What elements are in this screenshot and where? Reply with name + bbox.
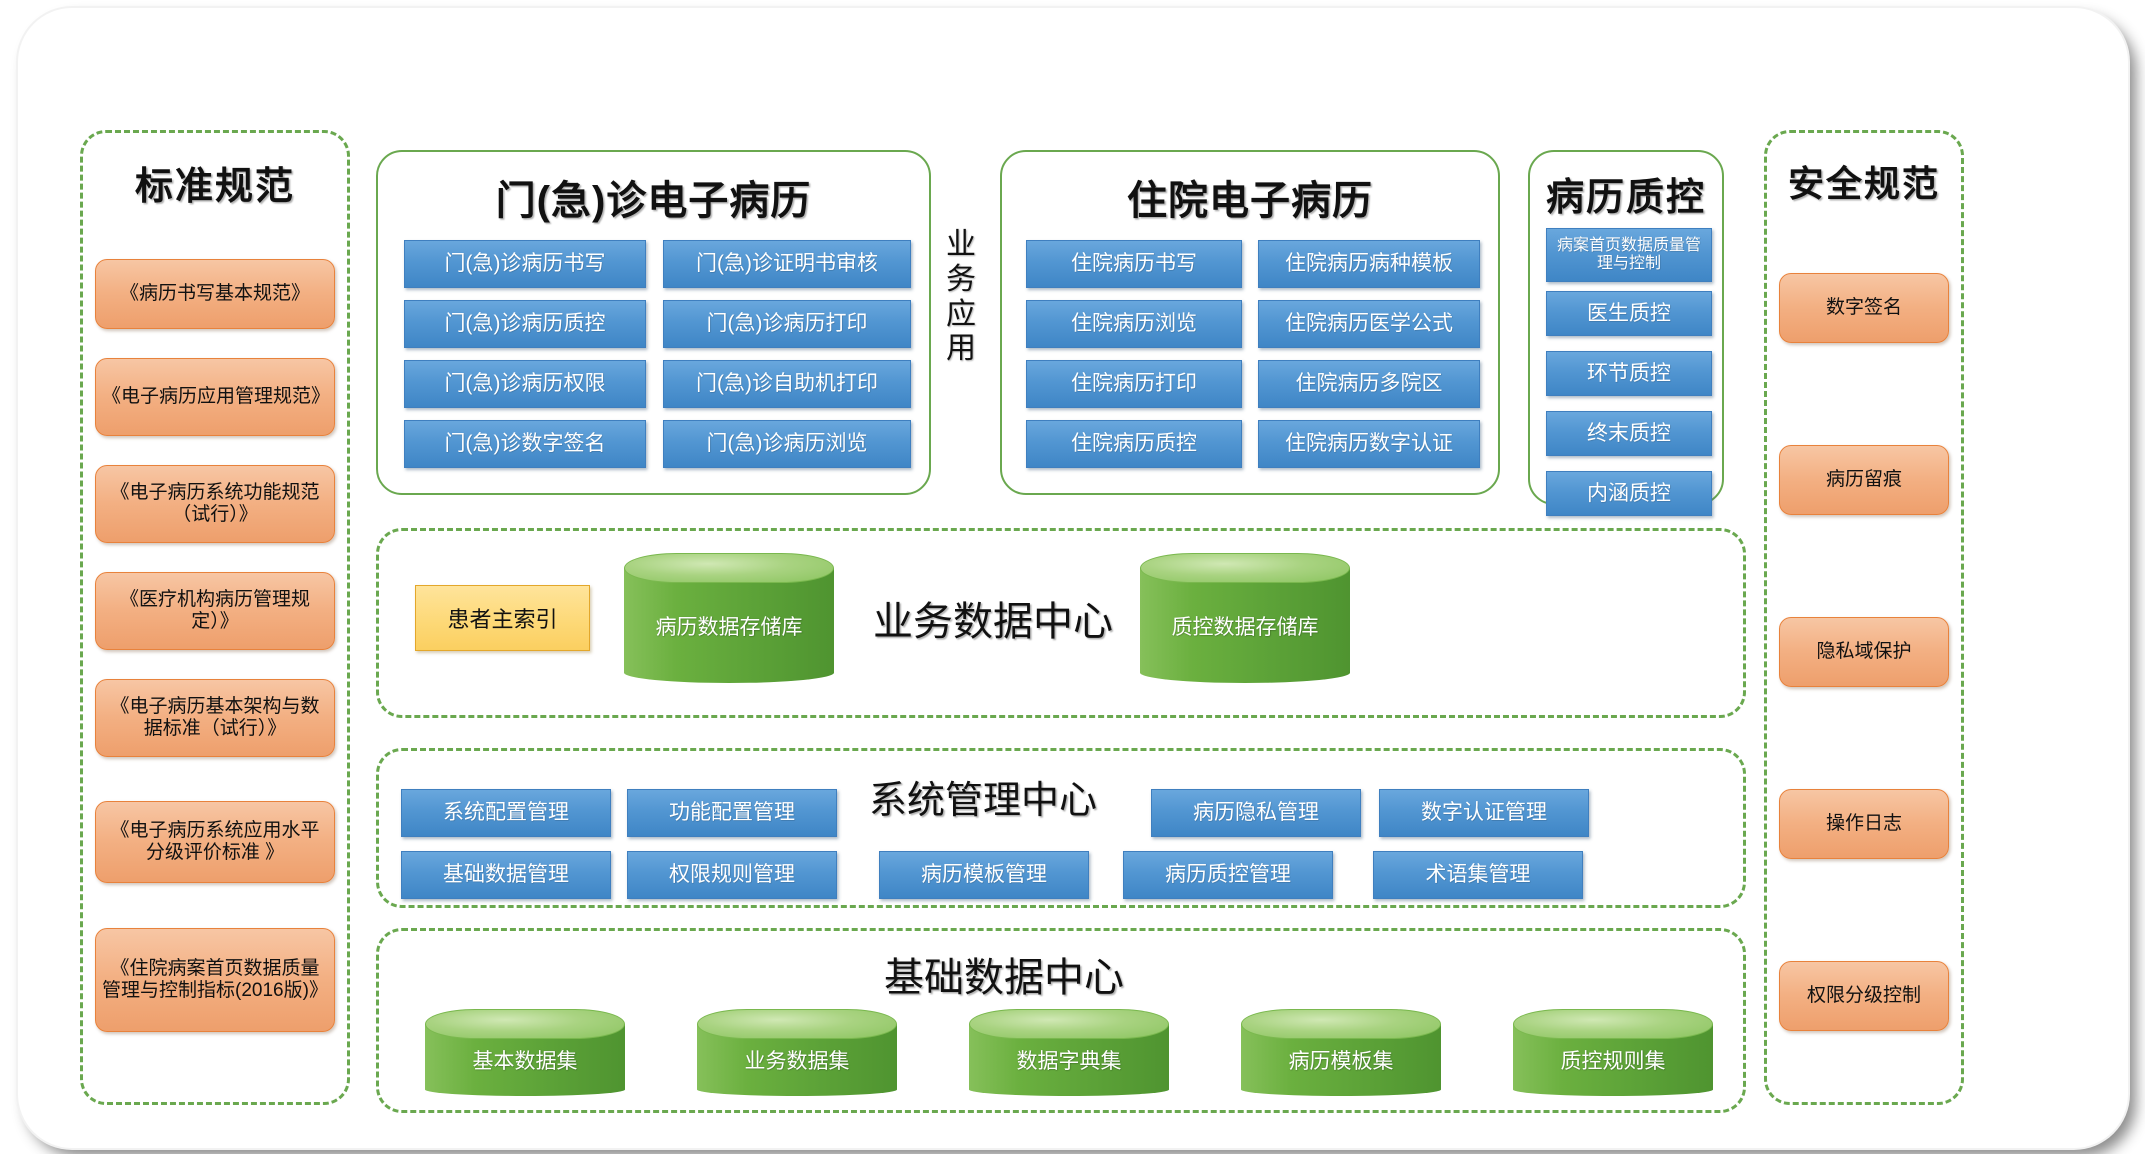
inpatient-feature[interactable]: 住院病历书写 (1026, 240, 1242, 288)
panel-inpatient-title: 住院电子病历 (1127, 179, 1373, 223)
qc-feature[interactable]: 医生质控 (1546, 291, 1712, 336)
outpatient-feature[interactable]: 门(急)诊自助机打印 (663, 360, 911, 408)
panel-outpatient-emr: 门(急)诊电子病历 门(急)诊病历书写 门(急)诊病历质控 门(急)诊病历权限 … (376, 150, 931, 495)
inpatient-feature[interactable]: 住院病历质控 (1026, 420, 1242, 468)
standards-item[interactable]: 《电子病历基本架构与数据标准（试行）》 (95, 679, 335, 757)
cylinder-basic-dataset[interactable]: 基本数据集 (425, 1009, 625, 1111)
panel-security-title: 安全规范 (1787, 163, 1940, 204)
panel-system-management-center: 系统管理中心 系统配置管理 功能配置管理 病历隐私管理 数字认证管理 基础数据管… (376, 748, 1746, 908)
inpatient-feature[interactable]: 住院病历病种模板 (1258, 240, 1480, 288)
standards-item[interactable]: 《住院病案首页数据质量管理与控制指标(2016版)》 (95, 928, 335, 1032)
panel-business-data-center: 业务数据中心 患者主索引 病历数据存储库 质控数据存储库 (376, 528, 1746, 718)
qc-feature[interactable]: 内涵质控 (1546, 471, 1712, 516)
cylinder-qc-data-store[interactable]: 质控数据存储库 (1140, 553, 1350, 698)
cylinder-label: 病历数据存储库 (655, 615, 803, 639)
panel-standards: 标准规范 《病历书写基本规范》 《电子病历应用管理规范》 《电子病历系统功能规范… (80, 130, 350, 1105)
outpatient-feature[interactable]: 门(急)诊病历质控 (404, 300, 646, 348)
outpatient-feature[interactable]: 门(急)诊数字签名 (404, 420, 646, 468)
system-mgmt-feature[interactable]: 数字认证管理 (1379, 789, 1589, 837)
panel-outpatient-title: 门(急)诊电子病历 (495, 179, 812, 223)
cylinder-top (969, 1009, 1169, 1039)
cylinder-business-dataset[interactable]: 业务数据集 (697, 1009, 897, 1111)
standards-item[interactable]: 《病历书写基本规范》 (95, 259, 335, 329)
security-item[interactable]: 病历留痕 (1779, 445, 1949, 515)
panel-qc-title: 病历质控 (1545, 177, 1706, 219)
outpatient-feature[interactable]: 门(急)诊病历权限 (404, 360, 646, 408)
cylinder-label: 基本数据集 (472, 1050, 578, 1073)
cylinder-body (624, 568, 834, 683)
basic-data-center-title: 基础数据中心 (884, 956, 1124, 1000)
system-mgmt-feature[interactable]: 功能配置管理 (627, 789, 837, 837)
panel-inpatient-emr: 住院电子病历 住院病历书写 住院病历浏览 住院病历打印 住院病历质控 住院病历病… (1000, 150, 1500, 495)
outpatient-feature[interactable]: 门(急)诊病历书写 (404, 240, 646, 288)
panel-security: 安全规范 数字签名 病历留痕 隐私域保护 操作日志 权限分级控制 (1764, 130, 1964, 1105)
cylinder-data-dictionary[interactable]: 数据字典集 (969, 1009, 1169, 1111)
cylinder-label: 质控数据存储库 (1171, 615, 1319, 639)
outpatient-feature[interactable]: 门(急)诊病历打印 (663, 300, 911, 348)
system-mgmt-feature[interactable]: 病历质控管理 (1123, 851, 1333, 899)
security-item[interactable]: 操作日志 (1779, 789, 1949, 859)
cylinder-top (624, 553, 834, 583)
security-item[interactable]: 数字签名 (1779, 273, 1949, 343)
qc-feature[interactable]: 终末质控 (1546, 411, 1712, 456)
inpatient-feature[interactable]: 住院病历医学公式 (1258, 300, 1480, 348)
standards-item[interactable]: 《电子病历系统应用水平分级评价标准 》 (95, 801, 335, 883)
standards-item[interactable]: 《电子病历应用管理规范》 (95, 358, 335, 436)
qc-feature[interactable]: 病案首页数据质量管理与控制 (1546, 228, 1712, 282)
panel-basic-data-center: 基础数据中心 基本数据集 业务数据集 数据字典集 病历模板集 质控规则集 (376, 928, 1746, 1113)
system-mgmt-feature[interactable]: 术语集管理 (1373, 851, 1583, 899)
cylinder-top (1140, 553, 1350, 583)
qc-feature[interactable]: 环节质控 (1546, 351, 1712, 396)
outpatient-feature[interactable]: 门(急)诊证明书审核 (663, 240, 911, 288)
security-item[interactable]: 权限分级控制 (1779, 961, 1949, 1031)
cylinder-qc-rule-set[interactable]: 质控规则集 (1513, 1009, 1713, 1111)
patient-master-index-box[interactable]: 患者主索引 (415, 585, 590, 651)
cylinder-label: 病历模板集 (1288, 1050, 1394, 1073)
system-mgmt-center-title: 系统管理中心 (869, 780, 1098, 822)
system-mgmt-feature[interactable]: 病历隐私管理 (1151, 789, 1361, 837)
business-data-center-title: 业务数据中心 (873, 600, 1113, 644)
cylinder-top (1513, 1009, 1713, 1039)
panel-standards-title: 标准规范 (134, 166, 295, 208)
cylinder-body (1140, 568, 1350, 683)
cylinder-label: 数据字典集 (1016, 1050, 1122, 1073)
system-mgmt-feature[interactable]: 病历模板管理 (879, 851, 1089, 899)
system-mgmt-feature[interactable]: 权限规则管理 (627, 851, 837, 899)
inpatient-feature[interactable]: 住院病历浏览 (1026, 300, 1242, 348)
cylinder-label: 业务数据集 (744, 1050, 850, 1073)
cylinder-label: 质控规则集 (1560, 1050, 1666, 1073)
cylinder-emr-data-store[interactable]: 病历数据存储库 (624, 553, 834, 698)
business-application-label: 业务应用 (946, 228, 976, 366)
standards-item[interactable]: 《电子病历系统功能规范（试行）》 (95, 465, 335, 543)
cylinder-top (1241, 1009, 1441, 1039)
security-item[interactable]: 隐私域保护 (1779, 617, 1949, 687)
standards-item[interactable]: 《医疗机构病历管理规定）》 (95, 572, 335, 650)
inpatient-feature[interactable]: 住院病历打印 (1026, 360, 1242, 408)
outpatient-feature[interactable]: 门(急)诊病历浏览 (663, 420, 911, 468)
panel-quality-control: 病历质控 病案首页数据质量管理与控制 医生质控 环节质控 终末质控 内涵质控 (1528, 150, 1724, 516)
inpatient-feature[interactable]: 住院病历多院区 (1258, 360, 1480, 408)
inpatient-feature[interactable]: 住院病历数字认证 (1258, 420, 1480, 468)
cylinder-top (425, 1009, 625, 1039)
cylinder-top (697, 1009, 897, 1039)
system-mgmt-feature[interactable]: 基础数据管理 (401, 851, 611, 899)
system-mgmt-feature[interactable]: 系统配置管理 (401, 789, 611, 837)
cylinder-emr-template-set[interactable]: 病历模板集 (1241, 1009, 1441, 1111)
